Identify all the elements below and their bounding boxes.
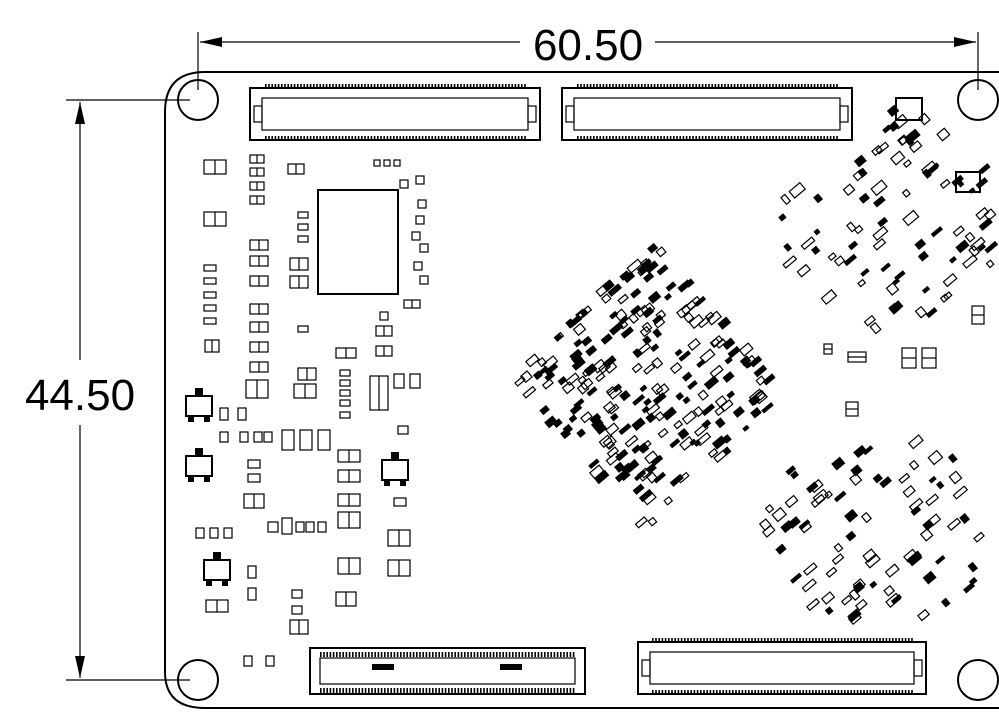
connector-bottom-right: [637, 638, 927, 695]
passive-components-right: [758, 97, 999, 626]
board-outline: [164, 71, 999, 709]
passive-components-left: [195, 154, 429, 667]
transistor-components: [185, 388, 409, 586]
mounting-hole-bottom-right: [957, 659, 999, 701]
height-dimension-label: 44.50: [25, 371, 135, 420]
main-ic: [317, 189, 399, 295]
connector-bottom-left: [309, 647, 586, 695]
bga-component-field: [514, 242, 776, 529]
connector-top-right: [561, 84, 853, 141]
width-dimension-label: 60.50: [533, 21, 643, 70]
connector-top-left: [249, 84, 541, 141]
height-dimension: 44.50: [25, 99, 190, 681]
width-dimension: 60.50: [197, 21, 979, 90]
